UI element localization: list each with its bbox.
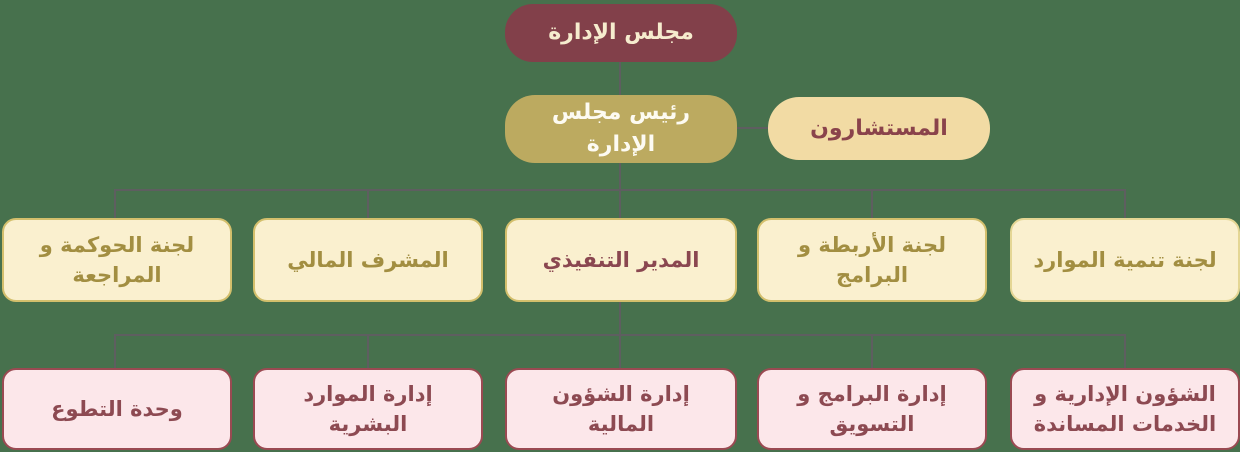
connector-drop-l3-4 — [871, 190, 873, 218]
connector-exec-bus — [619, 302, 621, 335]
org-node-human-resources-department: إدارة الموارد البشرية — [253, 368, 483, 450]
org-node-governance-audit-committee: لجنة الحوكمة و المراجعة — [2, 218, 232, 302]
connector-drop-l4-5 — [1124, 335, 1126, 368]
org-node-executive-director: المدير التنفيذي — [505, 218, 737, 302]
org-node-board-of-directors: مجلس الإدارة — [505, 4, 737, 62]
connector-drop-l4-3 — [619, 335, 621, 368]
connector-drop-l4-4 — [871, 335, 873, 368]
connector-drop-l3-3 — [619, 190, 621, 218]
connector-drop-l3-5 — [1124, 190, 1126, 218]
org-node-financial-supervisor: المشرف المالي — [253, 218, 483, 302]
org-node-leagues-programs-committee: لجنة الأربطة و البرامج — [757, 218, 987, 302]
connector-drop-l4-1 — [114, 335, 116, 368]
connector-root-chairman — [619, 62, 621, 95]
org-node-programs-marketing-department: إدارة البرامج و التسويق — [757, 368, 987, 450]
org-node-advisors: المستشارون — [768, 97, 990, 160]
connector-drop-l3-1 — [114, 190, 116, 218]
org-node-board-chairman: رئيس مجلس الإدارة — [505, 95, 737, 163]
connector-chairman-advisors — [737, 127, 768, 129]
org-node-financial-affairs-department: إدارة الشؤون المالية — [505, 368, 737, 450]
connector-drop-l4-2 — [367, 335, 369, 368]
org-node-resource-development-committee: لجنة تنمية الموارد — [1010, 218, 1240, 302]
connector-chairman-bus — [619, 163, 621, 190]
org-node-admin-support-services: الشؤون الإدارية و الخدمات المساندة — [1010, 368, 1240, 450]
connector-drop-l3-2 — [367, 190, 369, 218]
org-node-volunteering-unit: وحدة التطوع — [2, 368, 232, 450]
